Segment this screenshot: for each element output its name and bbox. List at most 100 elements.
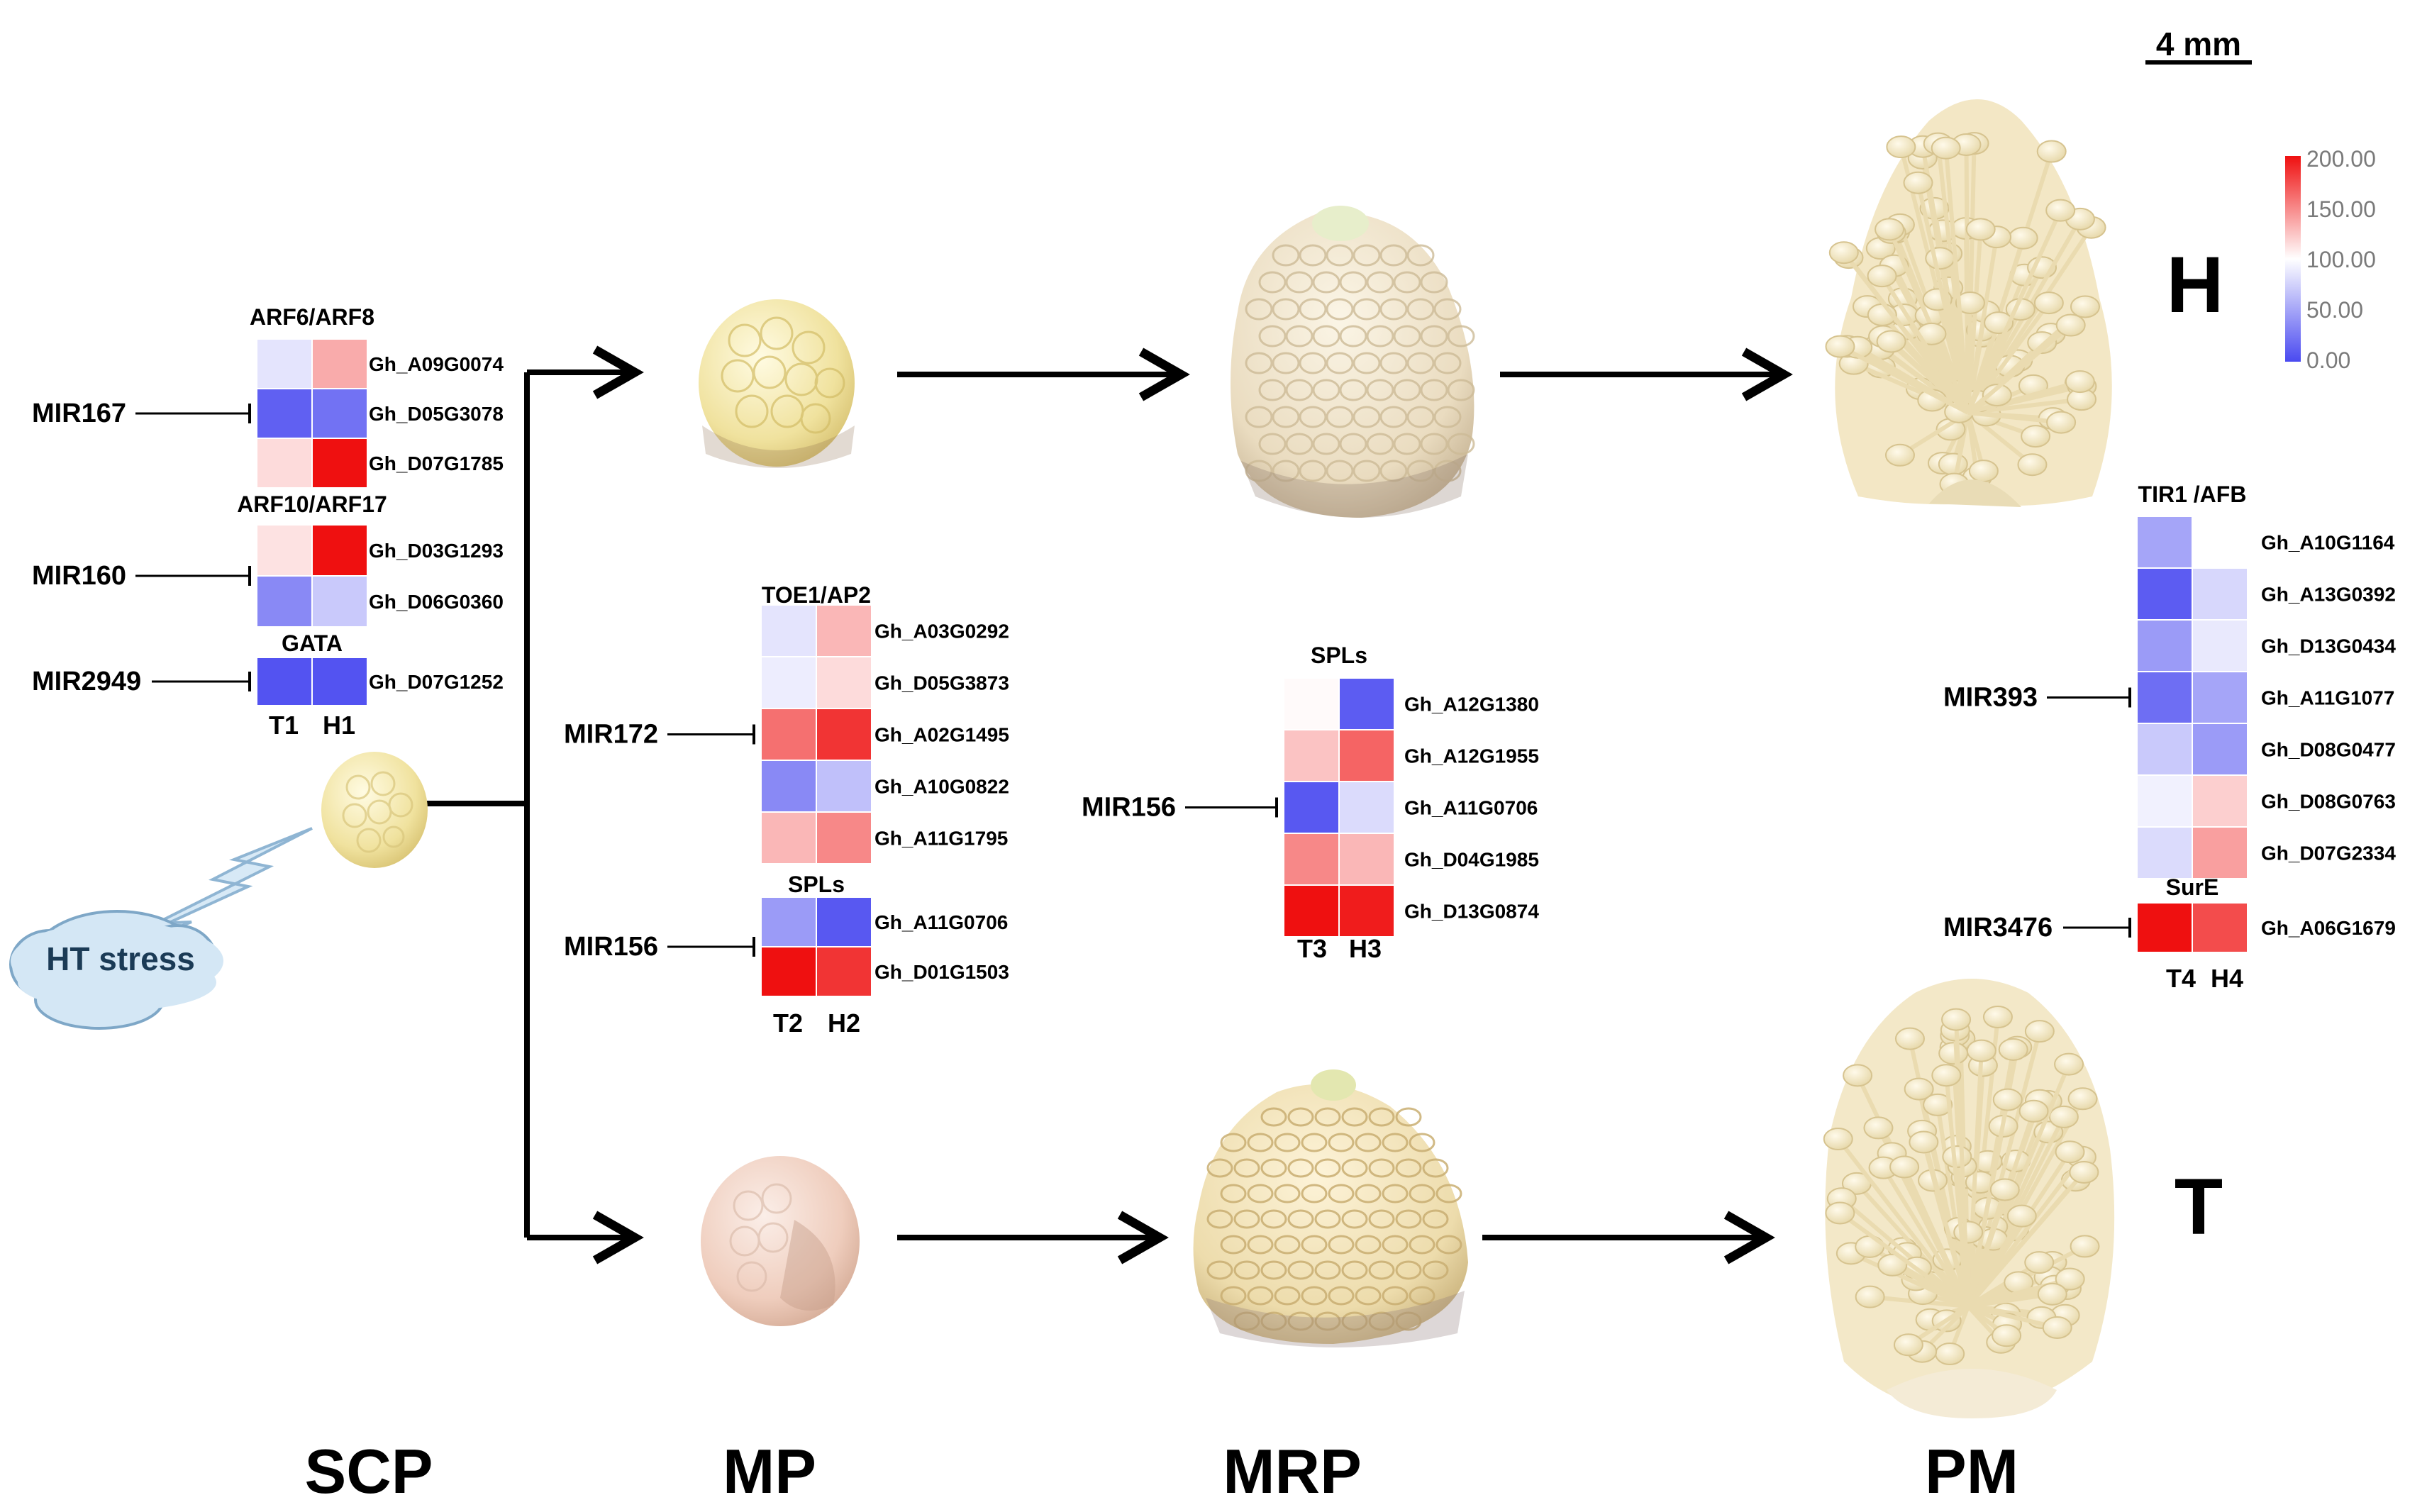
gene-id-label: Gh_D06G0360 xyxy=(369,591,504,613)
petal-shape xyxy=(1339,325,1367,348)
heat-cell-control xyxy=(2136,567,2193,621)
heat-cell-control xyxy=(256,438,313,489)
heat-cell-control xyxy=(1283,781,1340,834)
gene-id-label: Gh_A11G0706 xyxy=(874,911,1008,933)
petal-shape xyxy=(1314,1260,1341,1280)
petal-shape xyxy=(1341,1107,1368,1127)
heat-cell-control xyxy=(1283,833,1340,886)
legend-tick-label: 0.00 xyxy=(2306,348,2350,373)
mrp-bud-heat-image xyxy=(1231,206,1475,518)
legend-tick-label: 50.00 xyxy=(2306,297,2363,323)
petal-shape xyxy=(1314,1311,1341,1331)
gene-family-label: ARF10/ARF17 xyxy=(237,491,387,517)
petal-shape xyxy=(1326,244,1354,267)
petal-shape xyxy=(1406,298,1435,321)
anther-shape xyxy=(1966,1039,1996,1062)
petal-shape xyxy=(1353,298,1381,321)
anther-shape xyxy=(1867,265,1897,288)
petal-shape xyxy=(1409,1133,1435,1152)
anther-shape xyxy=(1855,1235,1885,1258)
mrp-bud-control-image xyxy=(1193,1069,1468,1347)
heat-cell-heat xyxy=(2192,516,2248,569)
heat-cell-heat xyxy=(1338,677,1395,730)
anther-shape xyxy=(1968,460,1999,483)
petal-shape xyxy=(1206,1260,1233,1280)
ht-stress-label: HT stress xyxy=(46,940,195,977)
petal-shape xyxy=(1314,1158,1341,1178)
petal-shape xyxy=(1447,433,1475,455)
heat-cell-control xyxy=(256,524,313,577)
petal-shape xyxy=(1433,352,1462,374)
gene-id-label: Gh_A11G0706 xyxy=(1404,797,1538,819)
stage-label-pm: PM xyxy=(1925,1436,2018,1506)
scale-bar: 4 mm xyxy=(2145,26,2252,65)
petal-shape xyxy=(1355,1184,1382,1204)
petal-shape xyxy=(1393,271,1421,294)
stage-label-scp: SCP xyxy=(305,1436,433,1506)
column-label: T2 xyxy=(773,1008,803,1038)
petal-shape xyxy=(1285,379,1314,401)
petal-shape xyxy=(1272,352,1300,374)
petal-shape xyxy=(1245,406,1273,428)
filament-shape xyxy=(1967,323,2072,415)
filament-shape xyxy=(1882,1167,1970,1308)
petal-shape xyxy=(1368,1260,1395,1280)
anther-shape xyxy=(2065,370,2095,394)
anther-shape xyxy=(1903,171,1933,194)
heat-cell-heat xyxy=(2192,774,2248,828)
anther-shape xyxy=(1825,335,1855,358)
gene-family-label: SurE xyxy=(2166,874,2219,900)
petal-shape xyxy=(1272,244,1300,267)
petal-shape xyxy=(1366,325,1394,348)
filament-shape xyxy=(1966,1215,2024,1308)
petal-shape xyxy=(1395,1107,1422,1127)
anther-shape xyxy=(2067,1087,2098,1111)
petal-shape xyxy=(1379,298,1408,321)
anther-shape xyxy=(2024,1251,2055,1274)
anther-shape xyxy=(1938,1042,1969,1065)
petal-shape xyxy=(1287,1260,1314,1280)
anther-shape xyxy=(1941,1008,1972,1031)
heat-cell-control xyxy=(760,811,817,865)
anther-shape xyxy=(1955,291,1985,314)
mirna-label: MIR393 xyxy=(1943,683,2038,713)
petal-shape xyxy=(1258,433,1287,455)
mirna-label: MIR160 xyxy=(32,561,126,591)
heat-cell-control xyxy=(256,388,313,439)
gene-id-label: Gh_D01G1503 xyxy=(874,961,1009,983)
filament-shape xyxy=(1921,1141,1970,1307)
anther-shape xyxy=(1909,1130,1939,1154)
mp-bud-heat-image xyxy=(699,299,855,468)
heat-cell-control xyxy=(760,760,817,813)
gene-id-label: Gh_D13G0874 xyxy=(1404,901,1539,923)
petal-shape xyxy=(1435,1184,1462,1204)
legend-gradient xyxy=(2285,156,2301,362)
legend-tick-label: 200.00 xyxy=(2306,146,2376,172)
petal-shape xyxy=(1260,1107,1287,1127)
petal-shape xyxy=(1299,244,1327,267)
gene-id-label: Gh_A12G1380 xyxy=(1404,694,1539,716)
petal-shape xyxy=(1382,1286,1409,1306)
anther-shape xyxy=(1877,1253,1908,1277)
petal-shape xyxy=(1355,1235,1382,1255)
anther-shape xyxy=(1931,136,1961,160)
heat-cell-control xyxy=(2136,619,2193,672)
petal-shape xyxy=(1245,352,1273,374)
filament-shape xyxy=(1952,412,1970,485)
mirna-label: MIR2949 xyxy=(32,667,141,696)
petal-shape xyxy=(1258,271,1287,294)
anther-shape xyxy=(1855,1285,1885,1308)
cloud-icon xyxy=(9,910,223,1030)
petal-shape xyxy=(1406,244,1435,267)
gene-family-label: SPLs xyxy=(1311,643,1367,668)
heat-cell-heat xyxy=(311,524,368,577)
heat-cell-heat xyxy=(2192,619,2248,672)
anther-shape xyxy=(1925,247,1955,270)
petal-shape xyxy=(1395,1311,1422,1331)
petal-shape xyxy=(1353,460,1381,482)
petal-shape xyxy=(1285,271,1314,294)
heat-cell-control xyxy=(2136,826,2193,879)
petal-shape xyxy=(1258,325,1287,348)
petal-shape xyxy=(1312,379,1340,401)
filament-shape xyxy=(1836,1138,1970,1308)
